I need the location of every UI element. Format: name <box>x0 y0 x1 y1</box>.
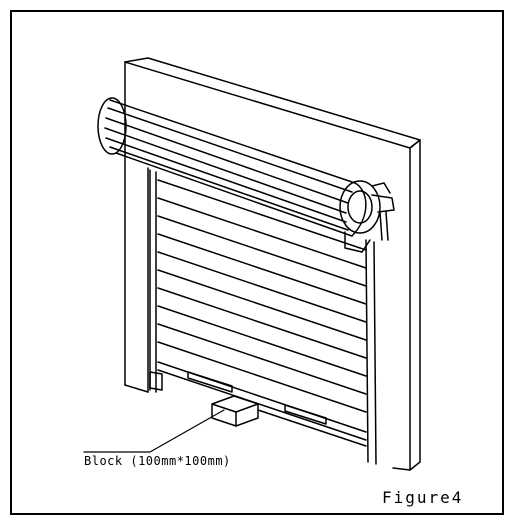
wall-block <box>124 57 421 471</box>
drive-mechanism <box>339 180 395 253</box>
callout-leader-line <box>83 409 225 453</box>
figure-caption: Figure4 <box>382 488 464 507</box>
shutter-curtain <box>149 169 377 465</box>
block-callout-label: Block (100mm*100mm) <box>84 454 231 468</box>
support-block <box>211 395 367 447</box>
roller-drum <box>97 97 367 237</box>
figure-frame <box>10 10 504 515</box>
bottom-handles <box>187 371 327 425</box>
